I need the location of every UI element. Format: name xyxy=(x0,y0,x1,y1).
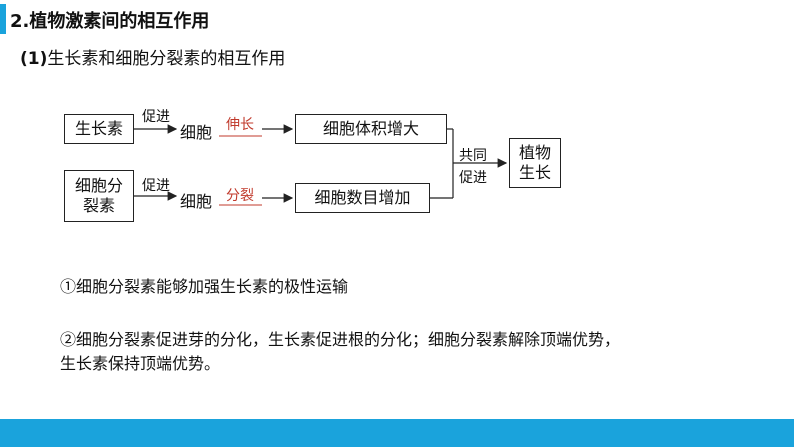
box-cytokinin: 细胞分 裂素 xyxy=(64,170,134,222)
text-cell-bottom: 细胞 xyxy=(180,192,213,211)
title-accent-bar xyxy=(0,4,6,34)
text-cell-top: 细胞 xyxy=(180,123,213,142)
label-together: 共同 xyxy=(459,148,487,164)
point-2-line-2: 生长素保持顶端优势。 xyxy=(60,354,221,373)
subtitle-number: (1) xyxy=(20,49,48,69)
label-elongate: 伸长 xyxy=(226,117,254,133)
label-together-promote: 促进 xyxy=(459,170,487,186)
section-subtitle: (1)生长素和细胞分裂素的相互作用 xyxy=(20,44,285,69)
footer-bar xyxy=(0,419,794,447)
page-title: 2.植物激素间的相互作用 xyxy=(10,11,210,32)
point-1: ①细胞分裂素能够加强生长素的极性运输 xyxy=(60,277,349,296)
title-row: 2.植物激素间的相互作用 xyxy=(0,4,794,34)
box-auxin: 生长素 xyxy=(64,114,134,144)
label-promote-bottom: 促进 xyxy=(142,178,170,194)
subtitle-text: 生长素和细胞分裂素的相互作用 xyxy=(47,49,286,69)
box-plant-growth: 植物 生长 xyxy=(509,138,561,188)
label-divide: 分裂 xyxy=(226,188,254,204)
box-cell-number: 细胞数目增加 xyxy=(295,183,430,213)
box-cell-volume: 细胞体积增大 xyxy=(295,114,447,144)
label-promote-top: 促进 xyxy=(142,109,170,125)
point-2-line-1: ②细胞分裂素促进芽的分化，生长素促进根的分化；细胞分裂素解除顶端优势， xyxy=(60,330,621,349)
